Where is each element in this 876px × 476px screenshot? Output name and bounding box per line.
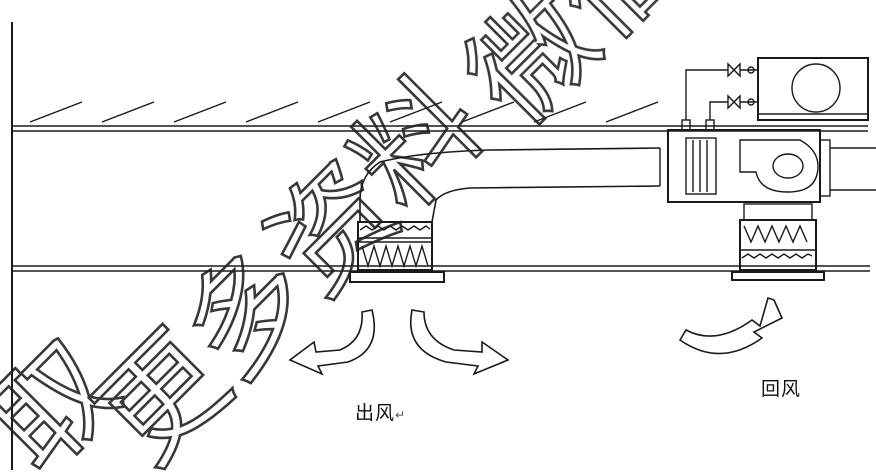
return-grille (731, 203, 825, 281)
zigzag-filter-icon (361, 243, 429, 269)
valve-icon (727, 62, 755, 110)
return-mark-glyph: ↵ (395, 408, 407, 422)
pump-box (685, 57, 869, 121)
curved-arrow-icon (288, 309, 376, 376)
fan-icon (739, 139, 819, 193)
floor-slab (12, 101, 868, 132)
return-air-label: 回风 (761, 378, 802, 400)
supply-diffuser (349, 221, 445, 283)
watermark-text-left: 取 (0, 315, 145, 476)
curved-arrow-icon (678, 296, 784, 355)
supply-air-label: 出风↵ (355, 398, 406, 425)
curved-arrow-icon (410, 309, 510, 376)
fan-coil-unit (667, 119, 876, 203)
supply-air-text: 出风 (355, 402, 396, 424)
supply-duct (359, 147, 661, 223)
